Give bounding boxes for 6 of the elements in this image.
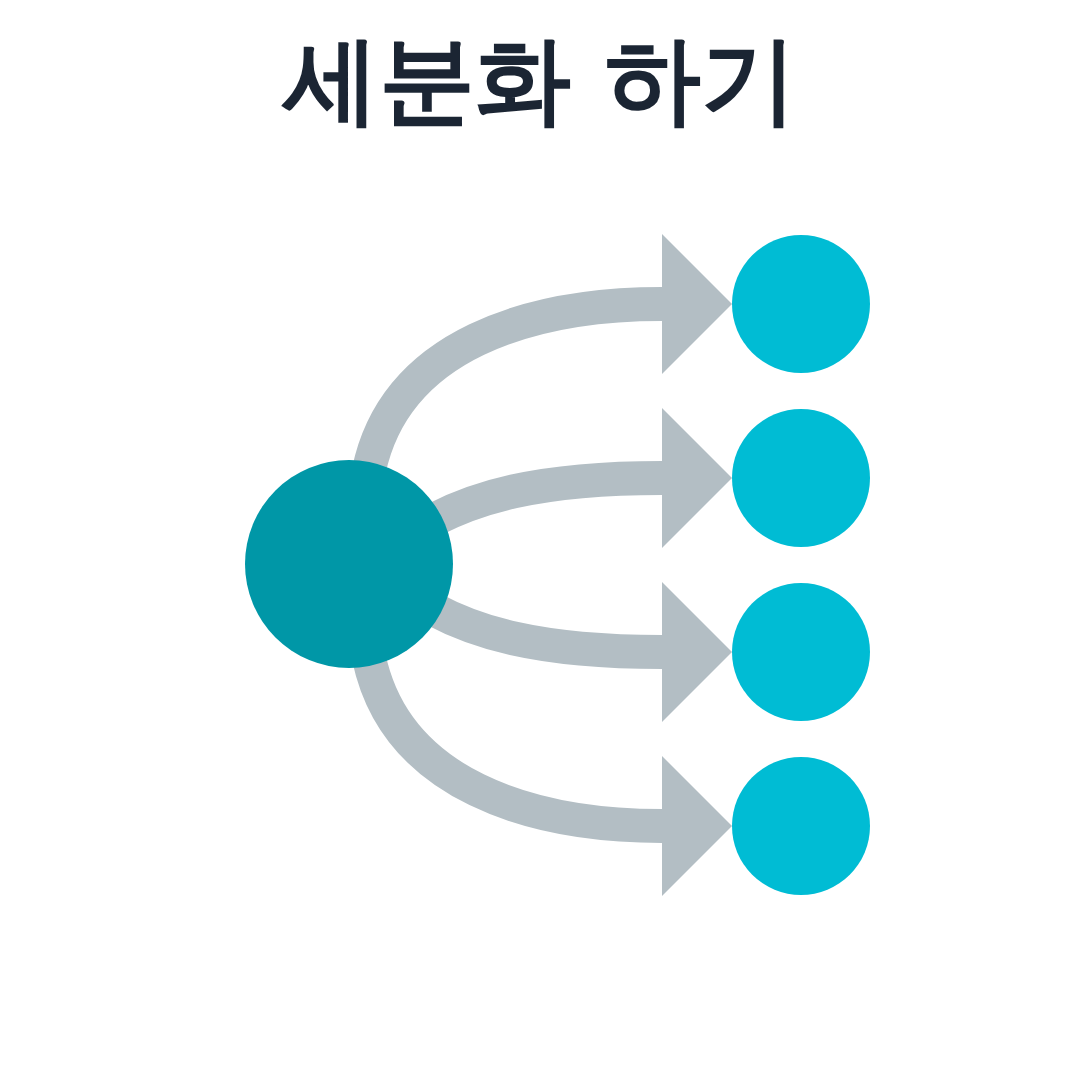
small-circle	[732, 409, 870, 547]
small-circle	[732, 757, 870, 895]
small-circle	[732, 583, 870, 721]
large-circle	[245, 460, 453, 668]
small-circle	[732, 235, 870, 373]
title: 세분화 하기	[283, 30, 797, 131]
